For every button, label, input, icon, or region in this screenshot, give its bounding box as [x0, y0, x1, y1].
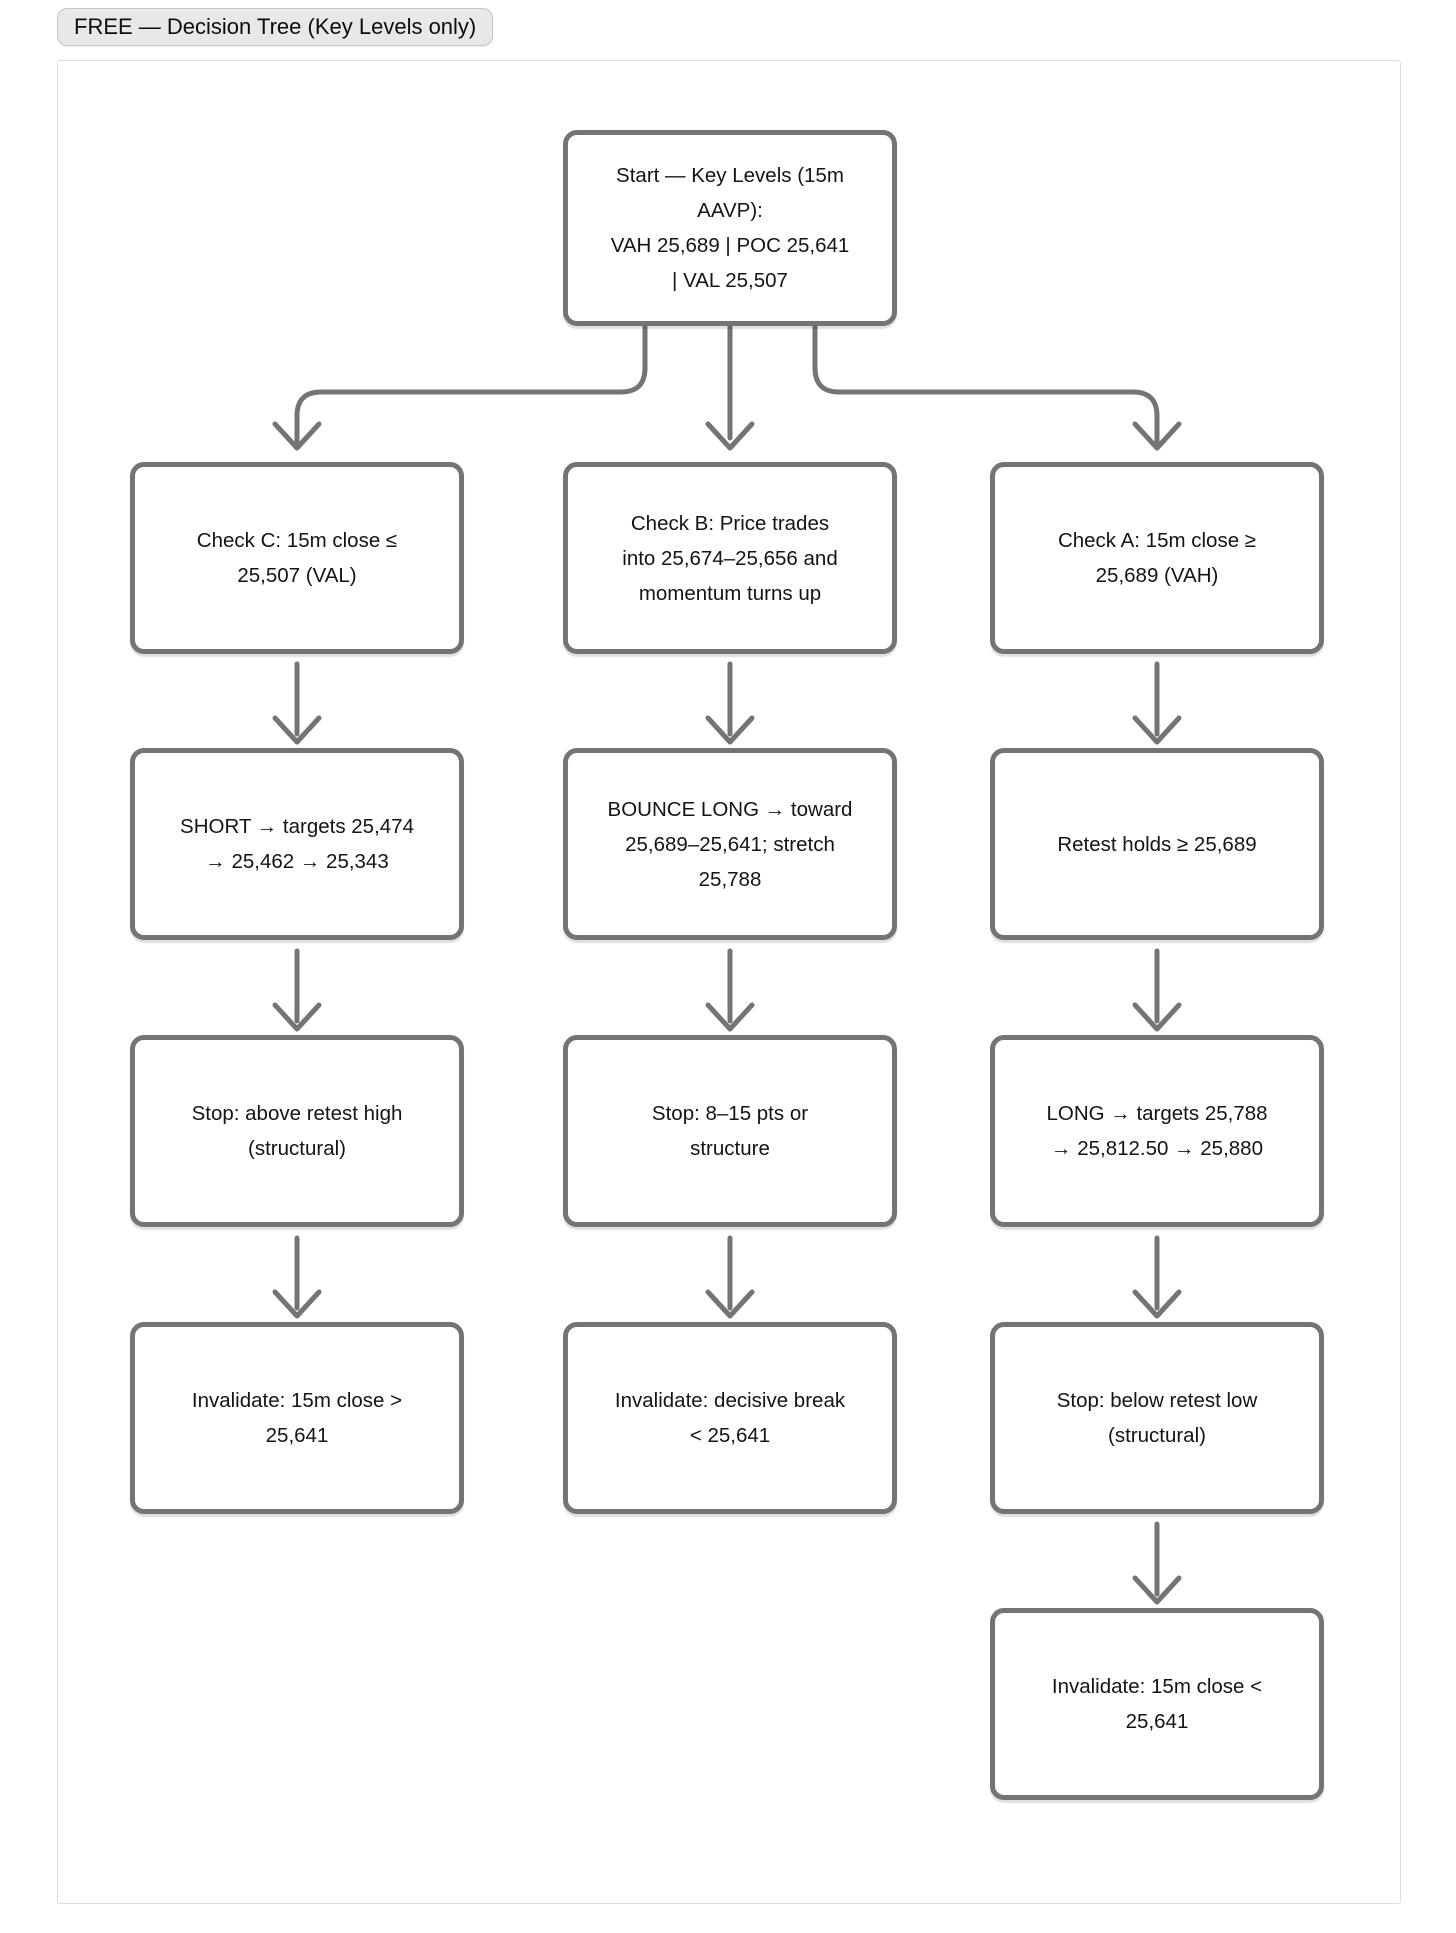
- node-stop-bounce: Stop: 8–15 pts or structure: [563, 1035, 897, 1227]
- diagram-title: FREE — Decision Tree (Key Levels only): [74, 14, 477, 39]
- node-check-c: Check C: 15m close ≤ 25,507 (VAL): [130, 462, 464, 654]
- node-stop-long: Stop: below retest low (structural): [990, 1322, 1324, 1514]
- diagram-title-badge: FREE — Decision Tree (Key Levels only): [57, 8, 494, 46]
- node-start: Start — Key Levels (15m AAVP): VAH 25,68…: [563, 130, 897, 326]
- node-check-b: Check B: Price trades into 25,674–25,656…: [563, 462, 897, 654]
- node-short-targets: SHORT → targets 25,474 → 25,462 → 25,343: [130, 748, 464, 940]
- node-stop-short: Stop: above retest high (structural): [130, 1035, 464, 1227]
- node-invalidate-short: Invalidate: 15m close > 25,641: [130, 1322, 464, 1514]
- node-invalidate-bounce: Invalidate: decisive break < 25,641: [563, 1322, 897, 1514]
- node-retest-holds: Retest holds ≥ 25,689: [990, 748, 1324, 940]
- node-invalidate-long: Invalidate: 15m close < 25,641: [990, 1608, 1324, 1800]
- node-bounce-long: BOUNCE LONG → toward 25,689–25,641; stre…: [563, 748, 897, 940]
- node-check-a: Check A: 15m close ≥ 25,689 (VAH): [990, 462, 1324, 654]
- node-long-targets: LONG → targets 25,788 → 25,812.50 → 25,8…: [990, 1035, 1324, 1227]
